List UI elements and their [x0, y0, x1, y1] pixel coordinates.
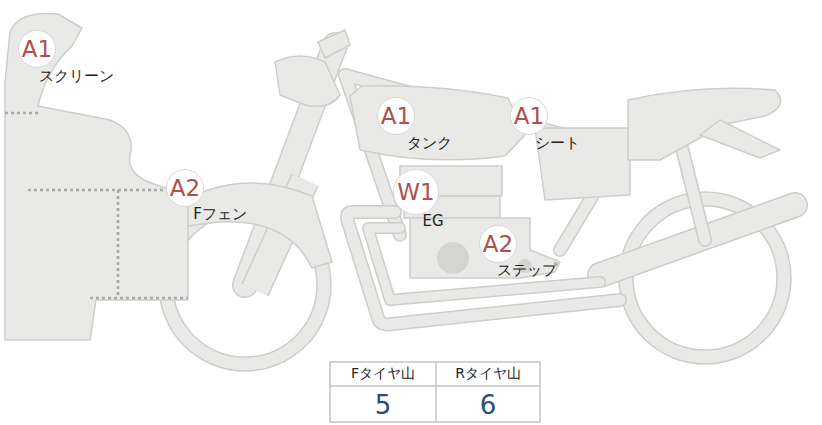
callout-circle: A1 [18, 30, 56, 68]
tire-table [330, 362, 540, 422]
callout-circle: A1 [377, 97, 415, 135]
callout-number: A2 [483, 233, 513, 256]
callout-circle: W1 [393, 169, 438, 214]
callout-number: A1 [514, 105, 544, 128]
table-header: Rタイヤ山 [455, 366, 521, 381]
table-header: Fタイヤ山 [351, 366, 415, 381]
callout-number: A1 [381, 105, 411, 128]
part-name: シート [535, 135, 580, 152]
callout-number: W1 [397, 181, 434, 204]
callout-number: A2 [170, 177, 200, 200]
callout-number: A1 [22, 38, 52, 61]
part-name: Fフェン [193, 206, 247, 223]
callout-circle: A1 [510, 97, 548, 135]
table-value: 5 [375, 391, 392, 420]
part-name: ステップ [497, 262, 557, 279]
part-name: スクリーン [39, 68, 114, 85]
part-name: タンク [407, 135, 452, 152]
part-name: EG [422, 213, 443, 230]
table-value: 6 [480, 391, 497, 420]
callout-circle: A2 [166, 169, 204, 207]
callout-circle: A2 [479, 225, 517, 263]
